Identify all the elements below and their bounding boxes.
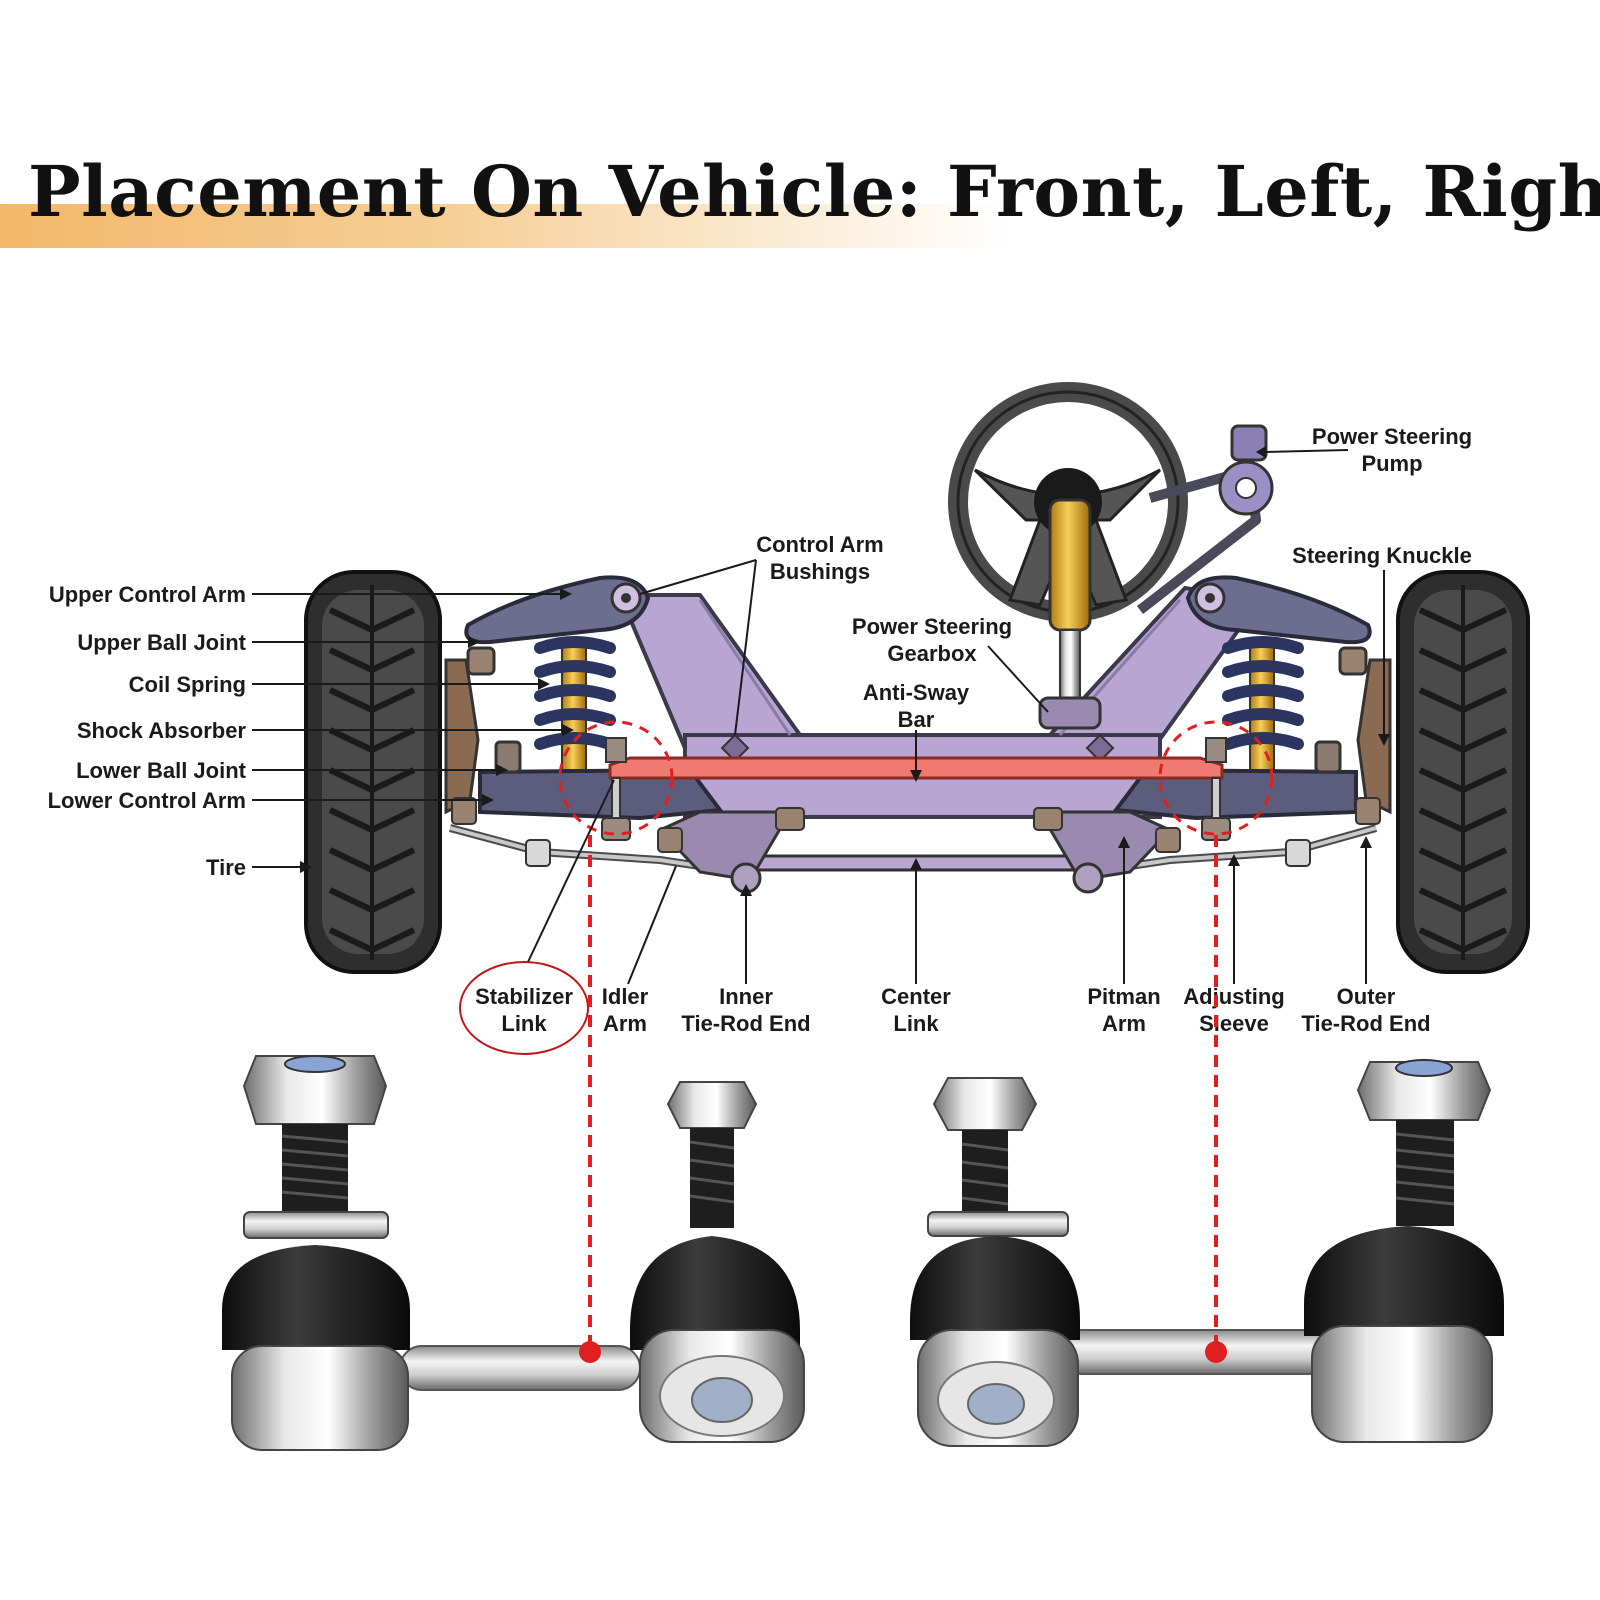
label-inner-tie-rod-end-line2: Tie-Rod End [681, 1011, 810, 1036]
right-highlight-circle [1158, 720, 1274, 836]
label-adjusting-sleeve-line1: Adjusting [1183, 984, 1284, 1009]
label-center-link-line2: Link [893, 1011, 939, 1036]
label-outer-tie-rod-end-line2: Tie-Rod End [1301, 1011, 1430, 1036]
left-coil-spring [534, 636, 616, 750]
label-pitman-arm-line2: Arm [1102, 1011, 1146, 1036]
label-shock-absorber: Shock Absorber [77, 718, 247, 743]
left-lower-ball-joint [494, 740, 522, 774]
left-tire [304, 570, 442, 974]
power-steering-gearbox-part [1038, 696, 1102, 730]
label-coil-spring: Coil Spring [129, 672, 246, 697]
label-stabilizer-link-line2: Link [501, 1011, 547, 1036]
steering-linkage [448, 797, 1381, 894]
left-steering-knuckle [444, 658, 480, 815]
right-upper-ball-joint [1338, 646, 1368, 676]
label-power-steering-pump-line2: Pump [1361, 451, 1422, 476]
right-shock-absorber [1249, 639, 1275, 771]
label-steering-knuckle: Steering Knuckle [1292, 543, 1472, 568]
label-upper-ball-joint: Upper Ball Joint [77, 630, 246, 655]
label-outer-tie-rod-end-line1: Outer [1337, 984, 1396, 1009]
left-upper-ball-joint [466, 646, 496, 676]
label-tire: Tire [206, 855, 246, 880]
steering-column [1048, 498, 1092, 632]
left-upper-control-arm [464, 575, 651, 645]
label-adjusting-sleeve-line2: Sleeve [1199, 1011, 1269, 1036]
label-idler-arm-line2: Arm [603, 1011, 647, 1036]
label-control-arm-bushings-line2: Bushings [770, 559, 870, 584]
label-inner-tie-rod-end-line1: Inner [719, 984, 773, 1009]
title-highlight-band [0, 204, 1010, 248]
left-highlight-circle [558, 720, 674, 836]
leader-lines [252, 449, 1385, 985]
label-upper-control-arm: Upper Control Arm [49, 582, 246, 607]
label-power-steering-gearbox-line2: Gearbox [887, 641, 977, 666]
callout-lines [579, 835, 1227, 1363]
label-anti-sway-bar-line2: Bar [898, 707, 935, 732]
steering-shaft [1059, 629, 1081, 701]
page-title: Placement On Vehicle: Front, Left, Right [28, 150, 1600, 233]
label-stabilizer-link-line1: Stabilizer [475, 984, 573, 1009]
label-power-steering-pump-line1: Power Steering [1312, 424, 1472, 449]
label-center-link-line1: Center [881, 984, 951, 1009]
label-control-arm-bushings-line1: Control Arm [756, 532, 884, 557]
right-upper-control-arm [1185, 575, 1372, 645]
stabilizer-link-highlight-ellipse [459, 961, 589, 1055]
product-left-stabilizer-link [222, 1055, 805, 1451]
product-right-stabilizer-link [910, 1059, 1504, 1447]
label-lower-ball-joint: Lower Ball Joint [76, 758, 247, 783]
right-lower-ball-joint [1314, 740, 1342, 774]
power-steering-pump-part [1136, 424, 1274, 614]
label-anti-sway-bar-line1: Anti-Sway [863, 680, 970, 705]
right-coil-spring [1222, 636, 1304, 750]
right-steering-knuckle [1356, 658, 1392, 815]
label-pitman-arm-line1: Pitman [1087, 984, 1160, 1009]
label-lower-control-arm: Lower Control Arm [48, 788, 246, 813]
label-idler-arm-line1: Idler [602, 984, 649, 1009]
label-power-steering-gearbox-line1: Power Steering [852, 614, 1012, 639]
right-tire [1396, 570, 1530, 974]
arrow-heads [300, 446, 1390, 896]
